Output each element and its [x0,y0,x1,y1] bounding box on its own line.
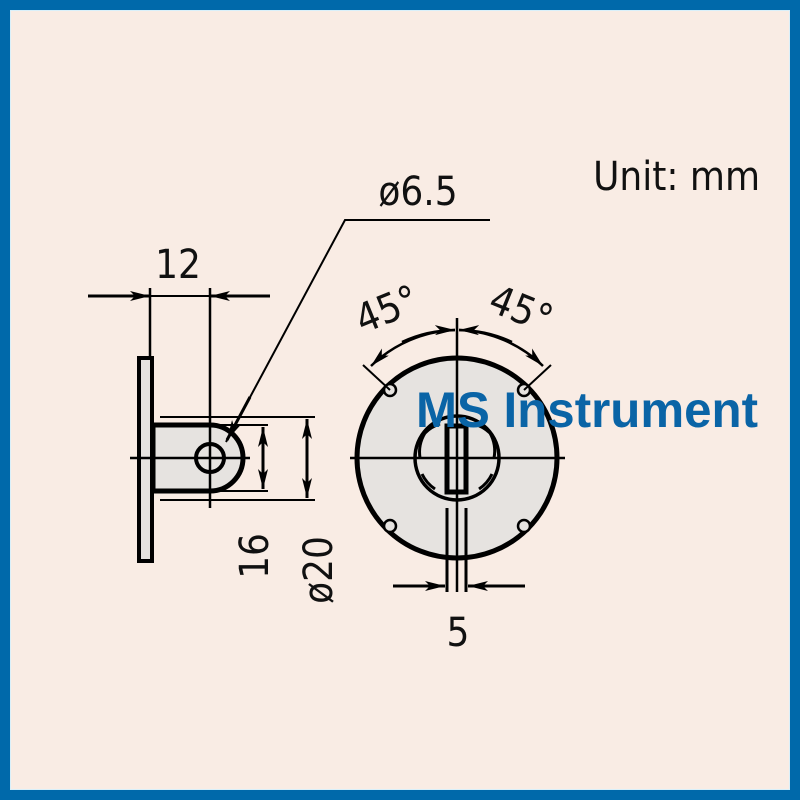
dim-angle-right-label: 45° [483,277,559,344]
frame-inner-border [10,10,790,790]
dim-slot-width-label: 5 [447,610,470,656]
watermark-text: MS Instrument [416,382,758,438]
dim-inner-height-label: 16 [232,533,278,579]
dim-outer-diameter-label: ø20 [296,536,342,604]
side-view [88,219,490,563]
dim-width-label: 12 [155,242,201,288]
dim-angle-left-label: 45° [349,277,425,344]
side-plate [137,356,154,563]
unit-label: Unit: mm [593,154,760,200]
dim-hole-diameter-label: ø6.5 [378,169,457,215]
front-view [350,318,565,592]
